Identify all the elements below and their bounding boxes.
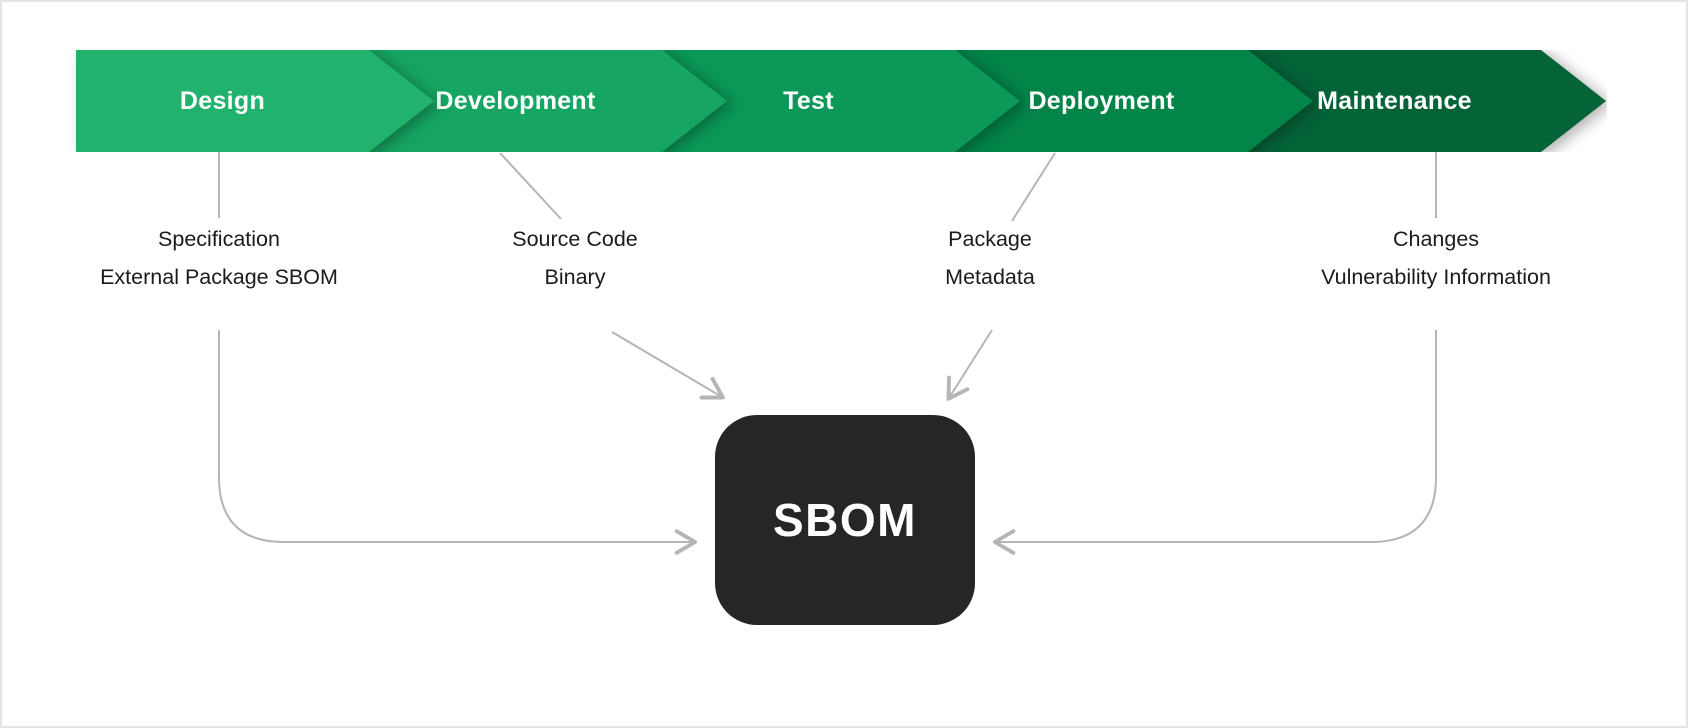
artifact-maintenance: Changes Vulnerability Information <box>1321 220 1551 296</box>
arrow-metadata-to-sbom <box>946 329 993 401</box>
stage-design: Design <box>76 50 434 152</box>
artifact-maintenance-line2: Vulnerability Information <box>1321 265 1551 289</box>
arrow-binary-to-sbom <box>611 331 725 400</box>
artifact-development-line2: Binary <box>544 265 606 289</box>
artifact-design-line1: Specification <box>158 227 280 251</box>
arrow-vulnerability-to-sbom <box>992 330 1437 555</box>
artifact-development-line1: Source Code <box>512 227 638 251</box>
stage-maintenance-label: Maintenance <box>1317 87 1472 115</box>
stage-design-arrow: Design <box>76 50 434 152</box>
sbom-node-label: SBOM <box>773 494 917 546</box>
stage-test-label: Test <box>783 87 834 115</box>
stage-development-label: Development <box>435 87 596 115</box>
lifecycle-stage-band: Design Development Test Deployment Maint… <box>0 50 1607 152</box>
line-deployment-to-label <box>1011 152 1056 222</box>
artifact-design-line2: External Package SBOM <box>100 265 338 289</box>
line-development-to-label <box>499 152 562 220</box>
artifact-deployment-line1: Package <box>948 227 1032 251</box>
artifact-development: Source Code Binary <box>512 220 638 296</box>
artifact-design: Specification External Package SBOM <box>100 220 338 296</box>
sbom-node: SBOM <box>715 415 975 625</box>
artifact-maintenance-line1: Changes <box>1392 227 1480 251</box>
arrow-specification-to-sbom <box>218 330 698 555</box>
artifact-deployment: Package Metadata <box>945 220 1035 296</box>
stage-deployment-label: Deployment <box>1028 87 1175 115</box>
artifact-deployment-line2: Metadata <box>945 265 1035 289</box>
stage-design-label: Design <box>179 87 266 115</box>
